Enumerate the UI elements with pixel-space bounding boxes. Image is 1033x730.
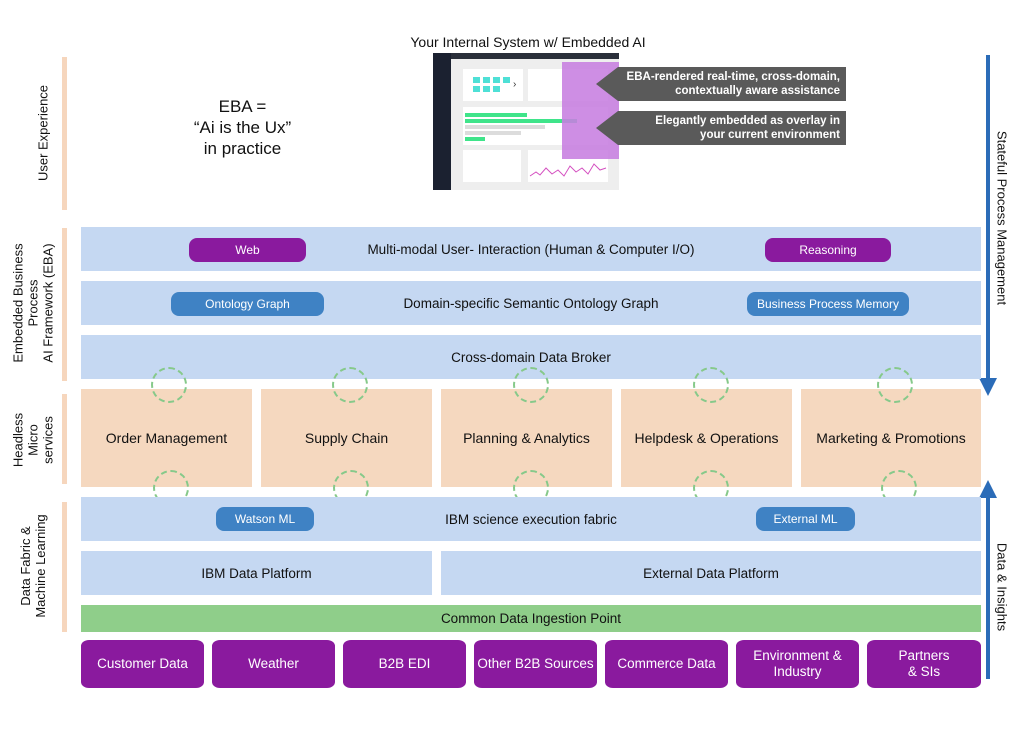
connector-ring	[151, 367, 187, 403]
source-partners-sis: Partners & SIs	[867, 640, 981, 688]
ontology-graph-pill: Ontology Graph	[171, 292, 324, 316]
source-commerce-data: Commerce Data	[605, 640, 728, 688]
ibm-data-platform: IBM Data Platform	[81, 551, 432, 595]
science-execution-label: IBM science execution fabric	[445, 511, 617, 527]
section-bar-data-fabric	[62, 502, 67, 632]
stateful-arrow-line	[986, 55, 990, 380]
insights-arrow-head	[979, 480, 997, 498]
source-customer-data: Customer Data	[81, 640, 204, 688]
insights-arrow-line	[986, 496, 990, 679]
external-data-platform-label: External Data Platform	[643, 565, 779, 581]
external-data-platform: External Data Platform	[441, 551, 981, 595]
system-title: Your Internal System w/ Embedded AI	[410, 34, 646, 50]
watson-ml-pill: Watson ML	[216, 507, 314, 531]
callout-pointer-1	[596, 67, 618, 101]
callout-embedded-overlay: Elegantly embedded as overlay in your cu…	[618, 111, 846, 145]
screen-topbar	[451, 53, 619, 59]
data-ingestion-point: Common Data Ingestion Point	[81, 605, 981, 632]
source-environment-industry: Environment & Industry	[736, 640, 859, 688]
business-process-memory-pill: Business Process Memory	[747, 292, 909, 316]
connector-ring	[513, 367, 549, 403]
section-bar-user-experience	[62, 57, 67, 210]
source-weather: Weather	[212, 640, 335, 688]
source-b2b-edi: B2B EDI	[343, 640, 466, 688]
data-broker-label: Cross-domain Data Broker	[451, 349, 611, 365]
screen-card-tiles: ›	[463, 69, 523, 101]
connector-ring	[877, 367, 913, 403]
web-pill: Web	[189, 238, 306, 262]
callout-realtime-assistance: EBA-rendered real-time, cross-domain, co…	[618, 67, 846, 101]
connector-ring	[693, 367, 729, 403]
reasoning-pill: Reasoning	[765, 238, 891, 262]
screen-card-bottom-left	[463, 150, 521, 182]
screen-sidebar	[433, 53, 451, 190]
eba-tagline: EBA = “Ai is the Ux” in practice	[193, 97, 292, 158]
multimodal-interaction-label: Multi-modal User- Interaction (Human & C…	[367, 241, 695, 257]
section-bar-eba	[62, 228, 67, 381]
stateful-arrow-head	[979, 378, 997, 396]
ibm-data-platform-label: IBM Data Platform	[201, 565, 312, 581]
external-ml-pill: External ML	[756, 507, 855, 531]
data-ingestion-label: Common Data Ingestion Point	[440, 611, 622, 626]
connector-ring	[332, 367, 368, 403]
callout-pointer-2	[596, 111, 618, 145]
ontology-layer-label: Domain-specific Semantic Ontology Graph	[403, 295, 659, 311]
source-other-b2b: Other B2B Sources	[474, 640, 597, 688]
section-bar-microservices	[62, 394, 67, 484]
microservice-planning-analytics: Planning & Analytics	[441, 389, 612, 487]
